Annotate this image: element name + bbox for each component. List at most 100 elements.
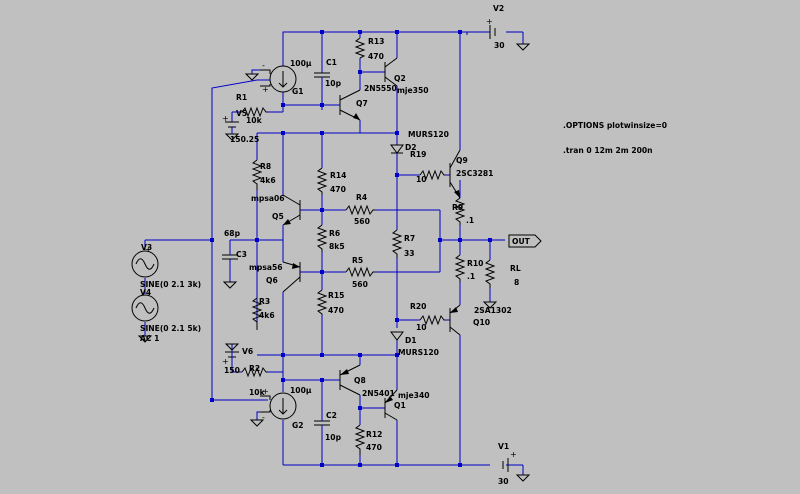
svg-text:AC 1: AC 1 <box>140 334 159 343</box>
diode-d1: D1 MURS120 <box>390 331 439 357</box>
sine-source-v3: + V3 SINE(0 2.1 3k) <box>131 243 201 289</box>
transistor-q2: Q2 mje350 <box>384 55 429 95</box>
svg-text:C1: C1 <box>326 58 337 67</box>
resistor-r12: R12 470 <box>354 424 382 455</box>
svg-text:Q1: Q1 <box>394 401 406 410</box>
svg-text:+: + <box>222 357 229 366</box>
svg-text:30: 30 <box>498 477 509 486</box>
svg-text:470: 470 <box>328 306 344 315</box>
svg-text:10k: 10k <box>246 116 263 125</box>
svg-text:Q5: Q5 <box>272 212 284 221</box>
svg-text:.1: .1 <box>466 216 474 225</box>
resistor-r3: R3 4k6 <box>251 297 275 330</box>
svg-text:4k6: 4k6 <box>259 311 275 320</box>
resistor-r1: R1 10k <box>236 93 268 125</box>
svg-text:R19: R19 <box>410 150 426 159</box>
capacitor-c3: C3 68p <box>222 229 247 262</box>
svg-text:R20: R20 <box>410 302 426 311</box>
svg-text:OUT: OUT <box>512 237 531 246</box>
svg-text:R7: R7 <box>404 234 415 243</box>
svg-text:2N5401: 2N5401 <box>362 389 395 398</box>
current-source-g1: - + G1 100µ <box>260 59 312 96</box>
resistor-r14: R14 470 <box>316 167 346 195</box>
svg-text:V5: V5 <box>236 109 247 118</box>
svg-text:Q9: Q9 <box>456 156 468 165</box>
svg-text:33: 33 <box>404 249 415 258</box>
svg-text:G1: G1 <box>292 87 304 96</box>
resistor-r10: R10 .1 <box>454 254 483 282</box>
junction-dots <box>210 30 492 467</box>
svg-text:+: + <box>145 245 152 254</box>
svg-text:SINE(0 2.1 5k): SINE(0 2.1 5k) <box>140 324 201 333</box>
resistor-r13: R13 470 <box>354 37 384 61</box>
svg-text:Q7: Q7 <box>356 99 368 108</box>
svg-text:100µ: 100µ <box>290 59 312 68</box>
svg-text:R1: R1 <box>236 93 247 102</box>
capacitor-c2: C2 10p <box>314 411 342 442</box>
svg-text:V3: V3 <box>141 243 152 252</box>
svg-text:R2: R2 <box>249 364 260 373</box>
svg-text:R8: R8 <box>260 162 271 171</box>
svg-text:Q8: Q8 <box>354 376 366 385</box>
transistor-q8: Q8 2N5401 <box>339 364 395 398</box>
svg-text:MURS120: MURS120 <box>408 130 449 139</box>
svg-text:Q6: Q6 <box>266 276 278 285</box>
transistor-q10: 2SA1302 Q10 <box>449 304 512 336</box>
capacitor-c1: C1 10p <box>314 58 342 88</box>
directive-options: .OPTIONS plotwinsize=0 <box>563 121 667 130</box>
svg-text:470: 470 <box>368 52 384 61</box>
resistor-r9: R9 .1 <box>452 197 474 225</box>
svg-text:100µ: 100µ <box>290 386 312 395</box>
svg-text:8: 8 <box>514 278 519 287</box>
svg-text:G2: G2 <box>292 421 304 430</box>
svg-text:560: 560 <box>352 280 368 289</box>
svg-text:560: 560 <box>354 217 370 226</box>
svg-text:10k: 10k <box>249 388 266 397</box>
svg-text:Q10: Q10 <box>473 318 490 327</box>
svg-text:R5: R5 <box>352 256 363 265</box>
svg-text:mpsa56: mpsa56 <box>249 263 283 272</box>
svg-text:R15: R15 <box>328 291 344 300</box>
svg-text:V1: V1 <box>498 442 509 451</box>
svg-text:R12: R12 <box>366 430 382 439</box>
resistor-r6: R6 8k5 <box>316 224 345 252</box>
transistor-q1: Q1 mje340 <box>384 389 430 421</box>
svg-text:+: + <box>222 114 229 123</box>
svg-text:+: + <box>262 85 269 94</box>
svg-text:2SC3281: 2SC3281 <box>456 169 493 178</box>
current-source-g2: + - G2 100µ <box>260 386 312 430</box>
resistor-r20: R20 10 <box>410 302 445 332</box>
svg-text:RL: RL <box>510 264 521 273</box>
svg-text:10: 10 <box>416 175 427 184</box>
svg-text:10p: 10p <box>325 79 342 88</box>
svg-text:C3: C3 <box>236 250 247 259</box>
svg-text:V6: V6 <box>242 347 253 356</box>
svg-text:+: + <box>486 17 493 26</box>
svg-text:R3: R3 <box>259 297 270 306</box>
svg-text:V2: V2 <box>493 4 504 13</box>
net-label-out: OUT <box>508 234 542 248</box>
transistor-q5: Q5 mpsa06 <box>251 194 301 226</box>
svg-text:Q2: Q2 <box>394 74 406 83</box>
svg-text:8k5: 8k5 <box>329 242 345 251</box>
svg-text:mpsa06: mpsa06 <box>251 194 285 203</box>
wires <box>144 31 524 475</box>
resistor-rl: RL 8 <box>484 259 521 288</box>
voltage-source-v2: + V2 30 <box>486 4 505 50</box>
resistor-r19: R19 10 <box>410 150 445 184</box>
resistor-r8: R8 4k6 <box>251 159 276 190</box>
svg-text:-: - <box>262 61 265 70</box>
svg-text:V4: V4 <box>140 288 151 297</box>
svg-text:68p: 68p <box>224 229 241 238</box>
svg-text:R14: R14 <box>330 171 346 180</box>
svg-text:mje340: mje340 <box>398 391 430 400</box>
svg-text:470: 470 <box>366 443 382 452</box>
transistor-q7: Q7 2N5550 <box>339 84 397 121</box>
svg-text:R10: R10 <box>467 259 483 268</box>
svg-text:MURS120: MURS120 <box>398 348 439 357</box>
svg-text:10: 10 <box>416 323 427 332</box>
svg-text:150.25: 150.25 <box>230 135 259 144</box>
sine-source-v4: V4 SINE(0 2.1 5k) AC 1 <box>131 288 201 343</box>
svg-text:4k6: 4k6 <box>260 176 276 185</box>
